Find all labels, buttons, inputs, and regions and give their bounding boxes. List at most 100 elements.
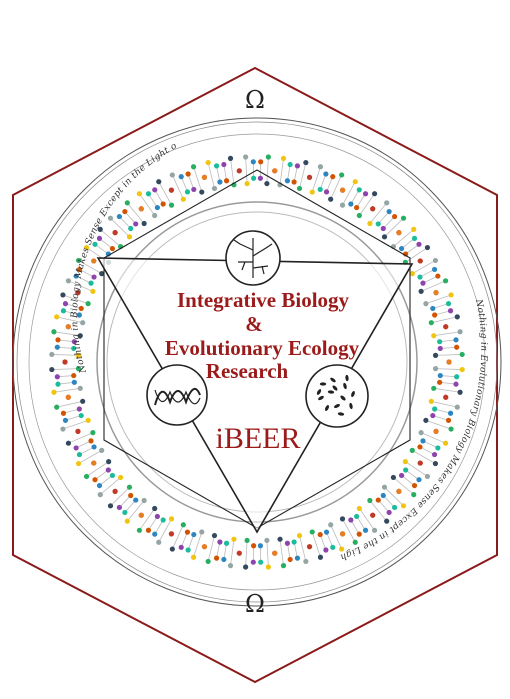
dna-bead xyxy=(88,281,93,286)
dna-bead xyxy=(221,162,226,167)
dna-rung xyxy=(139,508,154,530)
dna-bead xyxy=(357,213,362,218)
dna-bead xyxy=(63,301,68,306)
dna-bead xyxy=(396,230,401,235)
dna-bead xyxy=(161,517,166,522)
dna-bead xyxy=(435,445,440,450)
dna-bead xyxy=(106,459,111,464)
title-line-2: & xyxy=(245,312,263,336)
dna-bead xyxy=(202,175,207,180)
dna-bead xyxy=(295,163,300,168)
top-omega-icon: Ω xyxy=(245,86,265,114)
cells-emblem xyxy=(306,365,368,427)
dna-bead xyxy=(399,246,404,251)
dna-rung xyxy=(231,539,234,565)
dna-bead xyxy=(264,181,269,186)
dna-bead xyxy=(191,555,196,560)
dna-bead xyxy=(77,452,82,457)
dna-bead xyxy=(231,537,236,542)
dna-rung xyxy=(343,182,356,205)
dna-bead xyxy=(272,168,277,173)
dna-bead xyxy=(420,281,425,286)
dna-bead xyxy=(98,492,103,497)
dna-bead xyxy=(448,308,453,313)
dna-bead xyxy=(340,188,345,193)
dna-bead xyxy=(392,505,397,510)
dna-bead xyxy=(418,460,423,465)
dna-bead xyxy=(453,382,458,387)
dna-bead xyxy=(381,226,386,231)
dna-bead xyxy=(181,522,186,527)
dna-rung xyxy=(246,157,247,184)
dna-bead xyxy=(431,333,436,338)
dna-bead xyxy=(384,200,389,205)
dna-bead xyxy=(454,345,459,350)
dna-rung xyxy=(300,163,306,189)
dna-bead xyxy=(244,181,249,186)
dna-bead xyxy=(84,474,89,479)
dna-bead xyxy=(340,202,345,207)
dna-bead xyxy=(199,529,204,534)
dna-bead xyxy=(432,312,437,317)
dna-bead xyxy=(244,538,249,543)
dna-bead xyxy=(288,557,293,562)
dna-bead xyxy=(214,163,219,168)
dna-rung xyxy=(370,501,387,522)
dna-bead xyxy=(295,556,300,561)
dna-bead xyxy=(128,226,133,231)
dna-bead xyxy=(297,533,302,538)
dna-bead xyxy=(125,519,130,524)
dna-bead xyxy=(446,301,451,306)
dna-bead xyxy=(438,346,443,351)
dna-bead xyxy=(412,483,417,488)
dna-bead xyxy=(420,438,425,443)
dna-bead xyxy=(310,529,315,534)
dna-bead xyxy=(354,514,359,519)
dna-bead xyxy=(152,506,157,511)
dna-bead xyxy=(237,168,242,173)
dna-bead xyxy=(416,242,421,247)
dna-bead xyxy=(49,352,54,357)
dna-bead xyxy=(455,405,460,410)
dna-bead xyxy=(272,551,277,556)
dna-bead xyxy=(185,189,190,194)
dna-bead xyxy=(66,324,71,329)
dna-bead xyxy=(217,179,222,184)
dna-bead xyxy=(86,418,91,423)
dna-bead xyxy=(228,156,233,161)
dna-bead xyxy=(330,545,335,550)
dna-bead xyxy=(370,513,375,518)
dna-rung xyxy=(431,401,457,407)
dna-rung xyxy=(246,540,247,567)
dna-bead xyxy=(376,497,381,502)
dna-bead xyxy=(382,485,387,490)
dna-bead xyxy=(224,541,229,546)
dna-bead xyxy=(75,429,80,434)
dna-bead xyxy=(74,445,79,450)
dna-rung xyxy=(434,388,460,392)
dna-bead xyxy=(258,159,263,164)
dna-bead xyxy=(457,329,462,334)
dna-rung xyxy=(231,158,234,184)
dna-bead xyxy=(54,405,59,410)
bottom-omega-icon: Ω xyxy=(245,590,265,618)
dna-bead xyxy=(221,557,226,562)
dna-bead xyxy=(55,374,60,379)
dna-bead xyxy=(448,411,453,416)
dna-bead xyxy=(206,559,211,564)
dna-bead xyxy=(297,186,302,191)
dna-bead xyxy=(376,221,381,226)
dna-bead xyxy=(80,320,85,325)
dna-bead xyxy=(433,366,438,371)
dna-rung xyxy=(359,508,374,530)
dna-bead xyxy=(66,441,71,446)
dna-bead xyxy=(448,292,453,297)
dna-bead xyxy=(411,492,416,497)
dna-bead xyxy=(137,191,142,196)
dna-bead xyxy=(328,197,333,202)
dna-rung xyxy=(57,401,83,407)
dna-bead xyxy=(91,460,96,465)
dna-bead xyxy=(110,246,115,251)
